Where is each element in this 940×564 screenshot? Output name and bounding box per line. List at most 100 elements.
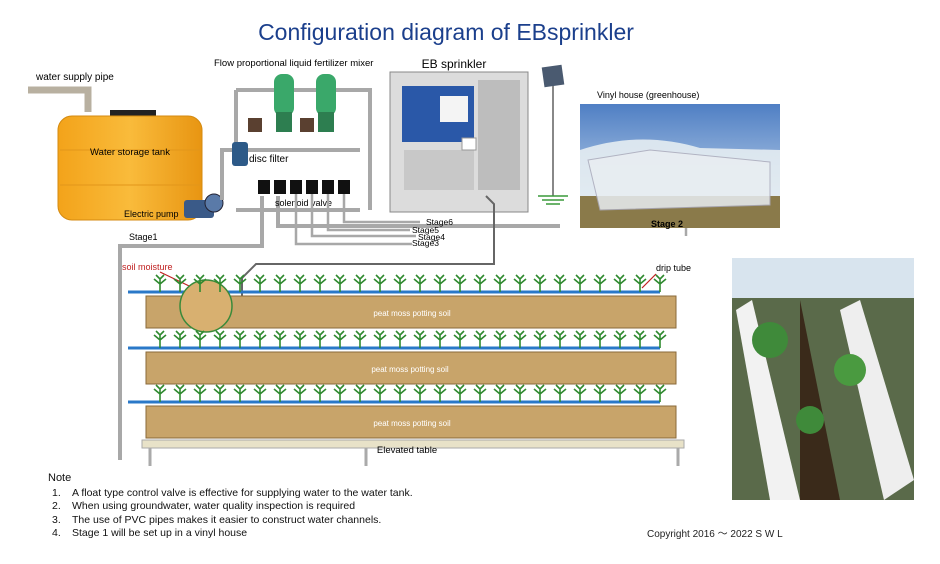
- plant-sprig: [594, 275, 606, 292]
- plant-sprig: [254, 331, 266, 348]
- plant-sprig: [334, 275, 346, 292]
- plant-sprig: [274, 385, 286, 402]
- soil-moisture-sensor: [180, 280, 232, 332]
- plant-sprig: [494, 385, 506, 402]
- plant-sprig: [214, 331, 226, 348]
- note-item-3: 3.The use of PVC pipes makes it easier t…: [48, 514, 413, 528]
- plant-sprig: [454, 331, 466, 348]
- plant-sprig: [174, 331, 186, 348]
- plant-sprig: [514, 331, 526, 348]
- plant-sprig: [574, 385, 586, 402]
- plant-sprig: [534, 275, 546, 292]
- vinyl-house-label: Vinyl house (greenhouse): [597, 90, 699, 100]
- plant-sprig: [594, 331, 606, 348]
- solenoid-valves: solenoid valve: [258, 180, 350, 208]
- disc-filter-label: disc filter: [249, 154, 289, 165]
- plant-sprig: [394, 385, 406, 402]
- fertilizer-mixer-label: Flow proportional liquid fertilizer mixe…: [214, 58, 373, 69]
- note-text: When using groundwater, water quality in…: [72, 500, 355, 512]
- note-text: The use of PVC pipes makes it easier to …: [72, 514, 381, 526]
- plant-sprig: [274, 331, 286, 348]
- plant-sprig: [174, 385, 186, 402]
- plant-sprig: [374, 275, 386, 292]
- plant-sprig: [194, 331, 206, 348]
- plant-sprig: [314, 331, 326, 348]
- plant-sprig: [314, 275, 326, 292]
- plant-sprig: [334, 385, 346, 402]
- plant-sprig: [374, 385, 386, 402]
- plant-sprig: [354, 331, 366, 348]
- plant-sprig: [574, 275, 586, 292]
- plant-sprig: [234, 275, 246, 292]
- electric-pump-label: Electric pump: [124, 209, 179, 219]
- plant-sprig: [234, 331, 246, 348]
- plant-sprig: [374, 331, 386, 348]
- plant-sprig: [274, 275, 286, 292]
- solenoid-valve-3: [290, 180, 302, 194]
- plant-sprig: [554, 331, 566, 348]
- note-item-4: 4.Stage 1 will be set up in a vinyl hous…: [48, 527, 413, 541]
- note-number: 4.: [48, 527, 72, 541]
- plant-sprig: [254, 385, 266, 402]
- plant-sprig: [354, 385, 366, 402]
- solenoid-valve-5: [322, 180, 334, 194]
- plant-sprig: [194, 385, 206, 402]
- plant-sprig: [434, 275, 446, 292]
- elevated-table: Elevated table: [142, 440, 684, 466]
- plant-sprig: [154, 275, 166, 292]
- plant-sprig: [254, 275, 266, 292]
- plant-sprig: [474, 385, 486, 402]
- solenoid-valve-4: [306, 180, 318, 194]
- elevated-table-label: Elevated table: [377, 445, 437, 456]
- plant-sprig: [474, 275, 486, 292]
- peat-moss-label-1: peat moss potting soil: [373, 309, 451, 318]
- water-storage-tank: Water storage tank: [58, 110, 202, 220]
- note-item-1: 1.A float type control valve is effectiv…: [48, 487, 413, 501]
- plant-sprig: [534, 331, 546, 348]
- peat-moss-label-2: peat moss potting soil: [371, 365, 449, 374]
- plant-sprig: [594, 385, 606, 402]
- plant-sprig: [394, 331, 406, 348]
- plant-sprig: [294, 385, 306, 402]
- water-supply-pipe: water supply pipe: [28, 72, 114, 112]
- plant-sprig: [614, 275, 626, 292]
- stage1-label: Stage1: [129, 232, 158, 242]
- plant-sprig: [474, 331, 486, 348]
- plant-sprig: [634, 385, 646, 402]
- plant-sprig: [554, 385, 566, 402]
- plant-sprig: [354, 275, 366, 292]
- plant-sprig: [394, 275, 406, 292]
- eb-sprinkler-label: EB sprinkler: [422, 57, 487, 71]
- notes-title: Note: [48, 472, 413, 486]
- plant-sprig: [154, 331, 166, 348]
- plant-sprig: [334, 331, 346, 348]
- water-storage-tank-label: Water storage tank: [90, 147, 170, 158]
- plant-sprig: [574, 331, 586, 348]
- plant-sprig: [294, 275, 306, 292]
- growing-table-2: peat moss potting soil: [128, 348, 676, 384]
- note-number: 2.: [48, 500, 72, 514]
- solenoid-valve-6: [338, 180, 350, 194]
- plant-sprig: [614, 385, 626, 402]
- plant-sprig: [614, 331, 626, 348]
- plant-sprig: [634, 275, 646, 292]
- growing-table-1: peat moss potting soil: [128, 280, 676, 332]
- plant-sprig: [494, 275, 506, 292]
- plant-sprig: [454, 385, 466, 402]
- plant-sprig: [514, 275, 526, 292]
- note-item-2: 2.When using groundwater, water quality …: [48, 500, 413, 514]
- note-text: Stage 1 will be set up in a vinyl house: [72, 527, 247, 539]
- plant-sprig: [214, 385, 226, 402]
- plant-sprig: [514, 385, 526, 402]
- plant-sprig: [414, 385, 426, 402]
- note-number: 3.: [48, 514, 72, 528]
- plant-sprig: [454, 275, 466, 292]
- diagram-title: Configuration diagram of EBsprinkler: [258, 19, 634, 45]
- notes-section: Note 1.A float type control valve is eff…: [48, 472, 413, 541]
- disc-filter: disc filter: [232, 142, 289, 166]
- plant-sprig: [234, 385, 246, 402]
- plant-sprig: [634, 331, 646, 348]
- vinyl-house-photo: Vinyl house (greenhouse) Stage 2: [580, 90, 780, 229]
- plant-sprig: [494, 331, 506, 348]
- peat-moss-label-3: peat moss potting soil: [373, 419, 451, 428]
